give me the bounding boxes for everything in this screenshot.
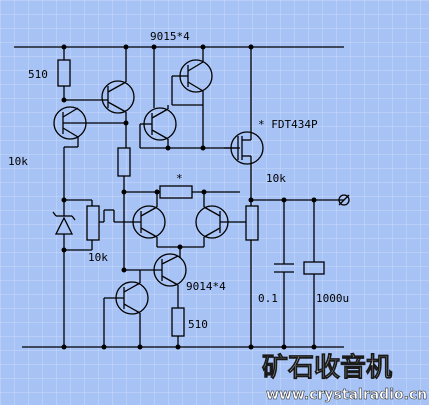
watermark-title: 矿石收音机 [262,352,392,383]
label-pot-10k: 10k [88,251,108,264]
label-r-left-10k: 10k [8,155,28,168]
label-cap-large: 1000u [316,292,349,305]
label-r-right-10k: 10k [266,172,286,185]
watermark-url: www.crystalradio.cn [266,387,427,403]
label-mosfet: * FDT434P [258,118,318,131]
potentiometer-10k [86,205,100,241]
label-bottom-transistors: 9014*4 [186,280,226,293]
junctions [61,44,317,350]
label-r-mid-star: * [176,172,183,185]
label-cap-small: 0.1 [258,292,278,305]
output-terminal [338,194,350,206]
label-r-bottom-510: 510 [188,318,208,331]
resistor-10k-right [245,205,259,241]
label-top-transistors: 9015*4 [150,30,190,43]
transistor-q1 [101,80,135,114]
label-r-top-left: 510 [28,68,48,81]
